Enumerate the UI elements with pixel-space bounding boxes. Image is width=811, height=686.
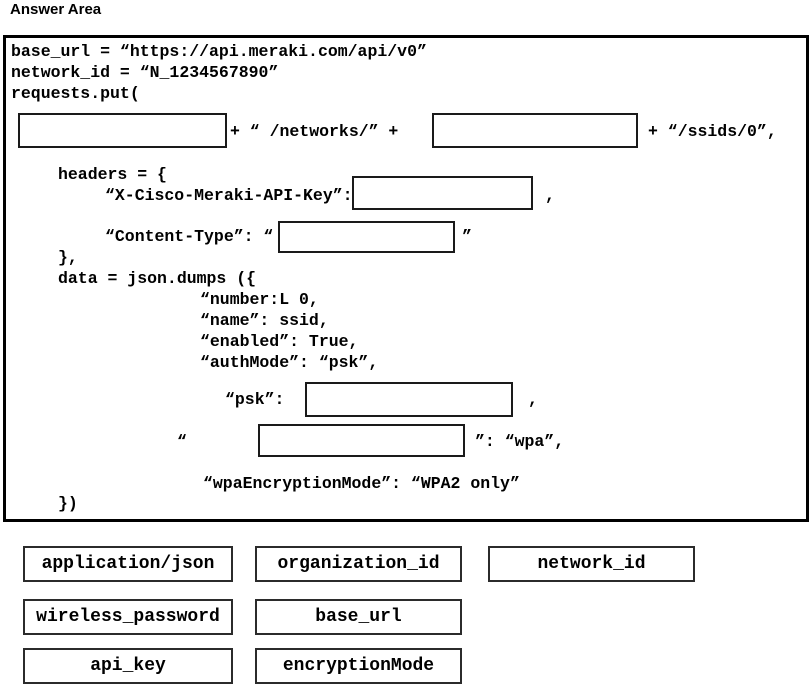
code-api-key-comma: ,	[545, 186, 555, 205]
drop-url-part-1[interactable]	[18, 113, 227, 148]
code-line-enabled: “enabled”: True,	[200, 332, 359, 351]
code-close-paren: })	[58, 494, 78, 513]
drop-content-type-value[interactable]	[278, 221, 455, 253]
code-concat-ssids: + “/ssids/0”,	[648, 122, 777, 141]
drop-api-key-value[interactable]	[352, 176, 533, 210]
code-line-network-id: network_id = “N_1234567890”	[11, 63, 279, 82]
code-line-requests-put: requests.put(	[11, 84, 140, 103]
token-network-id[interactable]: network_id	[488, 546, 695, 582]
code-line-authmode: “authMode”: “psk”,	[200, 353, 379, 372]
answer-area-title: Answer Area	[10, 1, 102, 18]
code-psk-comma: ,	[528, 390, 538, 409]
drop-psk-value[interactable]	[305, 382, 513, 417]
token-api-key[interactable]: api_key	[23, 648, 233, 684]
token-wireless-password[interactable]: wireless_password	[23, 599, 233, 635]
code-headers-close: },	[58, 248, 78, 267]
token-application-json[interactable]: application/json	[23, 546, 233, 582]
token-base-url[interactable]: base_url	[255, 599, 462, 635]
drop-mode-key[interactable]	[258, 424, 465, 457]
drop-url-part-2[interactable]	[432, 113, 638, 148]
code-content-type-close-quote: ”	[462, 227, 472, 246]
code-line-number: “number:L 0,	[200, 290, 319, 309]
code-api-key-label: “X-Cisco-Meraki-API-Key”:	[105, 186, 353, 205]
code-content-type-label: “Content-Type”: “	[105, 227, 274, 246]
token-organization-id[interactable]: organization_id	[255, 546, 462, 582]
code-data-open: data = json.dumps ({	[58, 269, 257, 288]
code-concat-networks: + “ /networks/” +	[230, 122, 399, 141]
code-psk-label: “psk”:	[225, 390, 285, 409]
code-mode-open-quote: “	[177, 432, 187, 451]
code-line-base-url: base_url = “https://api.meraki.com/api/v…	[11, 42, 427, 61]
code-headers-open: headers = {	[58, 165, 167, 184]
code-line-wpa-mode: “wpaEncryptionMode”: “WPA2 only”	[203, 474, 520, 493]
token-encryption-mode[interactable]: encryptionMode	[255, 648, 462, 684]
code-line-name: “name”: ssid,	[200, 311, 329, 330]
code-mode-close: ”: “wpa”,	[475, 432, 565, 451]
